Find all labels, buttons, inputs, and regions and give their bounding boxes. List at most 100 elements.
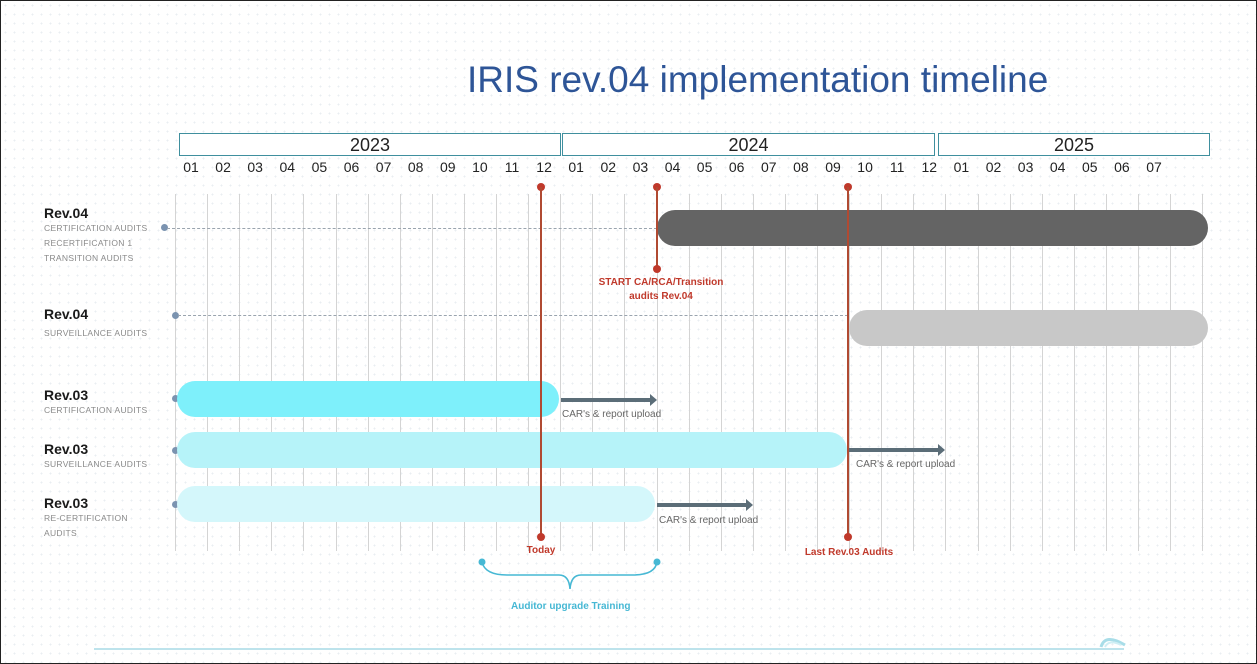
row-rev: Rev.04: [44, 306, 89, 322]
year-2023: 2023: [179, 133, 561, 156]
car-upload-label: CAR's & report upload: [856, 459, 956, 470]
month-label: 06: [343, 159, 360, 175]
month-gridline: [560, 194, 562, 551]
page-title: IRIS rev.04 implementation timeline: [467, 59, 1049, 100]
month-gridline: [207, 194, 209, 551]
month-label: 04: [1049, 159, 1066, 175]
row-sub: SURVEILLANCE AUDITS: [44, 459, 148, 469]
month-gridline: [399, 194, 401, 551]
car-upload-arrow: [561, 394, 657, 406]
bar-rev04-certification: [657, 210, 1208, 246]
row-label-rev04-surveillance: Rev.04 SURVEILLANCE AUDITS: [44, 306, 147, 341]
last-marker-line: [847, 187, 849, 537]
month-label: 05: [696, 159, 713, 175]
last-marker-bottom-dot: [844, 533, 852, 541]
bar-rev04-surveillance: [849, 310, 1208, 346]
row-rev: Rev.03: [44, 441, 89, 457]
month-gridline: [1041, 194, 1043, 551]
car-upload-label: CAR's & report upload: [562, 409, 662, 420]
month-gridline: [335, 194, 337, 551]
month-gridline: [271, 194, 273, 551]
start-marker-bottom-dot: [653, 265, 661, 273]
month-gridline: [817, 194, 818, 551]
month-gridline: [784, 194, 786, 551]
month-label: 06: [728, 159, 745, 175]
car-upload-arrow: [849, 444, 945, 456]
month-gridline: [977, 194, 979, 551]
month-label: 05: [311, 159, 328, 175]
month-label: 12: [921, 159, 938, 175]
month-label: 01: [953, 159, 970, 175]
month-label: 05: [1082, 159, 1098, 175]
month-label: 08: [407, 159, 424, 175]
month-label: 06: [1114, 159, 1130, 175]
month-gridline: [1009, 194, 1011, 551]
row-sub: TRANSITION AUDITS: [44, 253, 134, 263]
month-gridline: [431, 194, 433, 551]
month-label: 04: [279, 159, 296, 175]
bar-rev03-certification: [177, 381, 559, 417]
month-label: 07: [1146, 159, 1162, 175]
month-gridline: [1073, 194, 1075, 551]
month-gridline: [592, 194, 594, 551]
month-gridline: [688, 194, 690, 551]
month-gridline: [496, 194, 497, 551]
car-upload-label: CAR's & report upload: [659, 515, 759, 526]
month-gridline: [528, 194, 530, 551]
row-dotted-line: [178, 315, 848, 316]
month-label: 02: [600, 159, 617, 175]
month-gridline: [175, 194, 176, 551]
row-label-rev03-certification: Rev.03 CERTIFICATION AUDITS: [44, 387, 147, 418]
row-sub: RECERTIFICATION 1: [44, 238, 133, 248]
month-gridline: [463, 194, 465, 551]
month-label: 10: [472, 159, 488, 175]
row-label-rev03-recertification: Rev.03 RE-CERTIFICATION AUDITS: [44, 495, 128, 541]
start-marker-line: [656, 187, 658, 269]
month-label: 03: [632, 159, 649, 175]
month-label: 09: [440, 159, 456, 175]
training-label: Auditor upgrade Training: [511, 601, 631, 612]
month-label: 01: [183, 159, 199, 175]
month-label: 08: [793, 159, 809, 175]
row-rev: Rev.03: [44, 387, 89, 403]
row-start-dot: [172, 501, 179, 508]
car-upload-arrow: [657, 499, 753, 511]
month-gridline: [913, 194, 915, 551]
month-label: 09: [825, 159, 841, 175]
bar-rev03-surveillance: [177, 432, 847, 468]
row-dotted-line: [167, 228, 657, 229]
row-start-dot: [161, 224, 168, 231]
month-gridline: [945, 194, 947, 551]
year-2025: 2025: [938, 133, 1210, 156]
row-sub: AUDITS: [44, 528, 77, 538]
start-label-line2: audits Rev.04: [629, 291, 693, 302]
month-label: 02: [985, 159, 1002, 175]
last-rev03-label: Last Rev.03 Audits: [804, 547, 894, 558]
bar-rev03-recertification: [177, 486, 655, 522]
month-gridline: [1170, 194, 1172, 551]
row-start-dot: [172, 395, 179, 402]
training-brace-icon: [478, 558, 661, 590]
month-gridline: [1138, 194, 1139, 551]
start-label-line1: START CA/RCA/Transition: [598, 277, 724, 288]
row-start-dot: [172, 312, 179, 319]
month-label: 12: [536, 159, 552, 175]
month-label: 03: [247, 159, 263, 175]
footer-line: [94, 648, 1124, 650]
row-sub: CERTIFICATION AUDITS: [44, 405, 148, 415]
row-sub: RE-CERTIFICATION: [44, 513, 128, 523]
month-gridline: [1105, 194, 1107, 551]
month-gridline: [881, 194, 883, 551]
row-rev: Rev.03: [44, 495, 89, 511]
month-gridline: [624, 194, 626, 551]
month-label: 07: [375, 159, 392, 175]
month-label: 04: [664, 159, 681, 175]
year-2024: 2024: [562, 133, 935, 156]
month-label: 11: [504, 159, 520, 175]
month-gridline: [656, 194, 658, 551]
today-marker-line: [540, 187, 542, 537]
footer-logo-icon: [1099, 638, 1126, 648]
row-label-rev04-certification: Rev.04 CERTIFICATION AUDITS RECERTIFICAT…: [44, 205, 147, 266]
month-gridline: [1202, 194, 1204, 551]
